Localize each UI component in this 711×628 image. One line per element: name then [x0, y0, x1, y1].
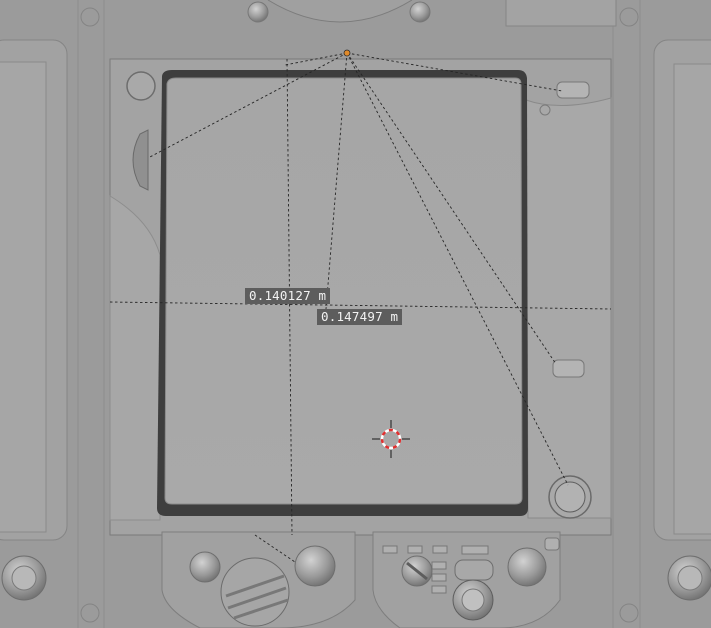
- top-dial-housing: [247, 0, 617, 27]
- bottom-control-left: [161, 531, 356, 628]
- measurement-label: 0.147497 m: [317, 309, 403, 325]
- 3d-cursor-graphic: [372, 420, 410, 458]
- measure-guides: [109, 52, 612, 563]
- measure-origin-point[interactable]: [343, 49, 351, 57]
- mfd-screen: [157, 70, 528, 516]
- 3d-cursor-icon[interactable]: [372, 420, 410, 458]
- right-side-panel: [612, 0, 711, 628]
- left-side-panel: [0, 0, 105, 628]
- measurement-label: 0.140127 m: [245, 288, 331, 304]
- bottom-control-right: [372, 531, 561, 628]
